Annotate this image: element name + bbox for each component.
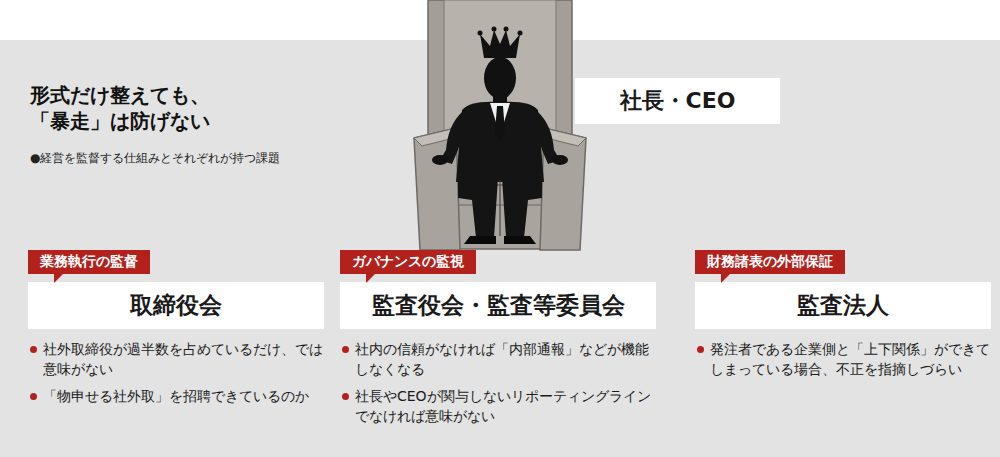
bullet-dot [697, 346, 704, 353]
bullet-item: 社外取締役が過半数を占めているだけ、では意味がない [28, 339, 324, 380]
bullet-dot [342, 346, 349, 353]
bullet-text: 社内の信頼がなければ「内部通報」などが機能しなくなる [355, 341, 649, 377]
node-label: 社長・CEO [620, 86, 736, 116]
bullet-dot [30, 346, 37, 353]
bullet-item: 「物申せる社外取」を招聘できているのか [28, 386, 324, 406]
grey-ground [0, 40, 1000, 457]
bullet-item: 社長やCEOが関与しないリポーティングラインでなければ意味がない [340, 386, 656, 427]
name-box: 取締役会 [28, 282, 324, 329]
throne-illustration [414, 0, 586, 250]
bullet-item: 発注者である企業側と「上下関係」ができてしまっている場合、不正を指摘しづらい [695, 339, 991, 380]
oversight-column: ガバナンスの監視監査役会・監査等委員会社内の信頼がなければ「内部通報」などが機能… [340, 250, 656, 426]
node-title: 監査役会・監査等委員会 [372, 290, 625, 321]
bullet-dot [30, 393, 37, 400]
category-tag: 業務執行の監督 [28, 250, 150, 274]
bullet-dot [342, 393, 349, 400]
name-box: 監査法人 [695, 282, 991, 329]
category-tag: 財務諸表の外部保証 [695, 250, 845, 274]
subtitle-note: ●経営を監督する仕組みとそれぞれが持つ課題 [30, 150, 280, 167]
node-title: 監査法人 [797, 290, 889, 321]
oversight-column: 財務諸表の外部保証監査法人発注者である企業側と「上下関係」ができてしまっている場… [695, 250, 991, 380]
diagram-title: 形式だけ整えても、 「暴走」は防げない [30, 82, 280, 134]
bullet-text: 社外取締役が過半数を占めているだけ、では意味がない [43, 341, 323, 377]
bullet-text: 社長やCEOが関与しないリポーティングラインでなければ意味がない [355, 388, 651, 424]
bullet-text: 発注者である企業側と「上下関係」ができてしまっている場合、不正を指摘しづらい [710, 341, 990, 377]
oversight-column: 業務執行の監督取締役会社外取締役が過半数を占めているだけ、では意味がない「物申せ… [28, 250, 324, 406]
category-tag: ガバナンスの監視 [340, 250, 476, 274]
bullet-item: 社内の信頼がなければ「内部通報」などが機能しなくなる [340, 339, 656, 380]
name-box: 監査役会・監査等委員会 [340, 282, 656, 329]
ceo-box: 社長・CEO [575, 78, 780, 124]
node-title: 取締役会 [130, 290, 222, 321]
bullet-text: 「物申せる社外取」を招聘できているのか [43, 388, 309, 404]
